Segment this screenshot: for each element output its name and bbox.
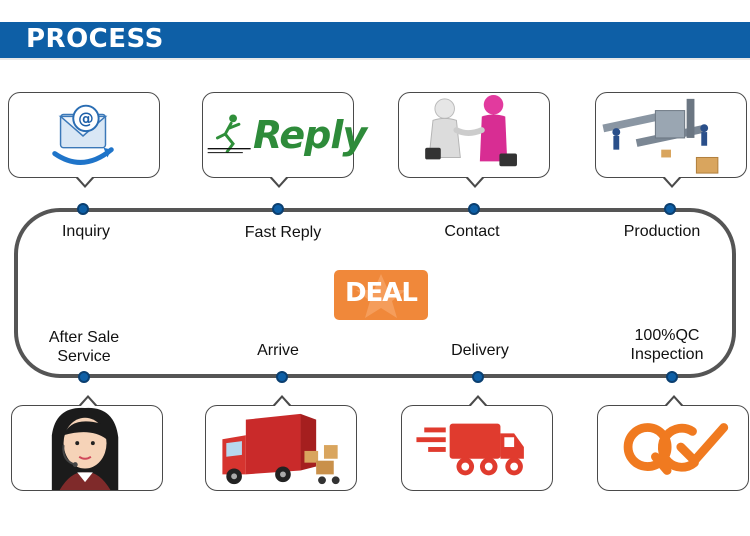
bubble-after-sale (11, 395, 163, 491)
star-icon (356, 274, 406, 318)
step-dot-delivery (472, 371, 484, 383)
bubble-production (595, 92, 747, 188)
bubble-pointer (75, 176, 95, 188)
email-icon: @ (52, 104, 114, 165)
process-loop (14, 208, 736, 378)
bubble-inquiry: @ (8, 92, 160, 188)
step-label-contact: Contact (444, 223, 500, 240)
qc-check-icon (623, 423, 729, 475)
reply-icon (207, 114, 251, 154)
step-dot-production (664, 203, 676, 215)
step-label-inquiry: Inquiry (61, 223, 111, 240)
deal-badge: DEAL (334, 270, 428, 320)
step-dot-qc (666, 371, 678, 383)
fast-truck-icon (416, 423, 524, 476)
bubble-pointer (664, 395, 684, 407)
step-dot-inquiry (77, 203, 89, 215)
reply-logo-text: Reply (253, 113, 367, 157)
header-band: PROCESS (0, 22, 750, 60)
bubble-qc (597, 395, 749, 491)
deal-text: DEAL (344, 278, 418, 308)
page-title: PROCESS (26, 24, 164, 54)
step-label-qc: 100%QC Inspection (630, 327, 704, 363)
step-dot-arrive (276, 371, 288, 383)
handshake-icon (425, 94, 517, 167)
step-label-delivery: Delivery (451, 342, 509, 359)
bubble-pointer (465, 176, 485, 188)
bubble-pointer (78, 395, 98, 407)
bubble-contact (398, 92, 550, 188)
step-dot-after-sale (78, 371, 90, 383)
step-label-production: Production (623, 223, 701, 240)
delivery-truck-icon (222, 413, 340, 485)
bubble-delivery (401, 395, 553, 491)
step-label-after-sale: After Sale Service (48, 329, 120, 365)
bubble-pointer (272, 395, 292, 407)
step-dot-contact (468, 203, 480, 215)
bubble-fast-reply: Reply (202, 92, 367, 188)
bubble-pointer (468, 395, 488, 407)
step-dot-fast-reply (272, 203, 284, 215)
production-line-icon (602, 98, 719, 174)
bubble-pointer (662, 176, 682, 188)
bubble-arrive (205, 395, 357, 491)
step-label-fast-reply: Fast Reply (244, 224, 322, 241)
customer-service-icon (51, 407, 119, 490)
svg-text:@: @ (78, 109, 94, 127)
step-label-arrive: Arrive (257, 342, 299, 359)
bubble-pointer (269, 176, 289, 188)
